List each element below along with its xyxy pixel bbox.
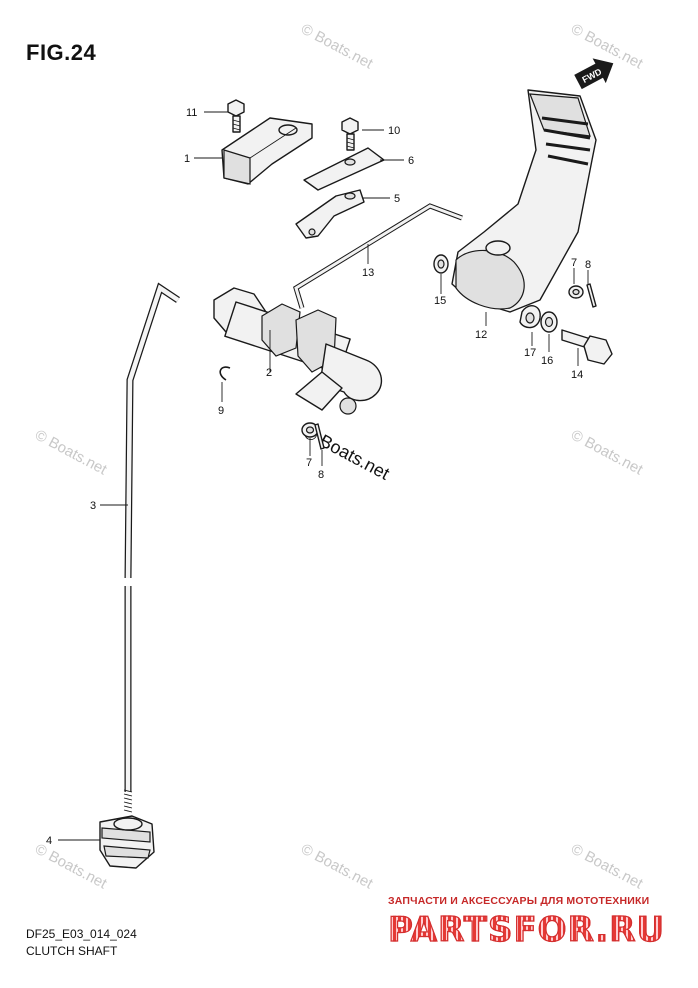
callout-11: 11 [186, 107, 197, 119]
leader-lines [58, 111, 589, 841]
part-7-washer-right [568, 285, 584, 299]
part-1-bracket [221, 117, 313, 185]
part-2-clutch-assembly [213, 287, 383, 415]
part-9-clip [219, 366, 231, 381]
callout-16: 16 [541, 355, 553, 367]
watermark-text: © Boats.net [298, 841, 376, 893]
callout-13: 13 [362, 267, 374, 279]
part-17-washer [519, 305, 541, 329]
callout-5: 5 [394, 193, 400, 205]
brand-tagline: ЗАПЧАСТИ И АКСЕССУАРЫ ДЛЯ МОТОТЕХНИКИ [388, 895, 650, 907]
fwd-arrow-icon: FWD [574, 58, 614, 90]
callout-1: 1 [184, 153, 190, 165]
watermark-text: © Boats.net [568, 427, 646, 479]
figure-code: DF25_E03_014_024 [26, 927, 137, 941]
callout-10: 10 [388, 125, 400, 137]
callout-8-lower: 8 [318, 469, 324, 481]
watermark-text: © Boats.net [298, 21, 376, 73]
part-10-bolt [341, 117, 359, 151]
part-3-rod [123, 282, 180, 813]
part-8-pin-right [586, 283, 597, 308]
callout-4: 4 [46, 835, 52, 847]
part-16-washer [540, 311, 558, 333]
part-13-rod [293, 203, 463, 309]
watermark-text: © Boats.net [568, 841, 646, 893]
callouts: 11 1 10 6 5 13 15 7 8 12 17 16 14 2 9 3 … [46, 107, 591, 847]
part-14-bolt [561, 329, 613, 365]
callout-7-lower: 7 [306, 457, 312, 469]
part-5-lever [295, 189, 365, 239]
part-8-pin-lower [314, 423, 325, 450]
callout-9: 9 [218, 405, 224, 417]
callout-17: 17 [524, 347, 536, 359]
part-12-pedal [451, 89, 597, 313]
callout-3: 3 [90, 500, 96, 512]
callout-15: 15 [434, 295, 446, 307]
brand-logo: PARTSFOR.RU [387, 909, 666, 950]
watermark-text: © Boats.net [32, 427, 110, 479]
callout-14: 14 [571, 369, 583, 381]
part-15-washer [433, 254, 449, 274]
figure-caption: CLUTCH SHAFT [26, 944, 118, 958]
callout-2: 2 [266, 367, 272, 379]
callout-8-right: 8 [585, 259, 591, 271]
callout-7-right: 7 [571, 257, 577, 269]
callout-6: 6 [408, 155, 414, 167]
part-11-bolt [227, 99, 245, 133]
part-6-plate [303, 147, 385, 191]
figure-title: FIG.24 [26, 40, 97, 65]
callout-12: 12 [475, 329, 487, 341]
watermark-text: © Boats.net [32, 841, 110, 893]
part-4-cam [99, 815, 155, 869]
